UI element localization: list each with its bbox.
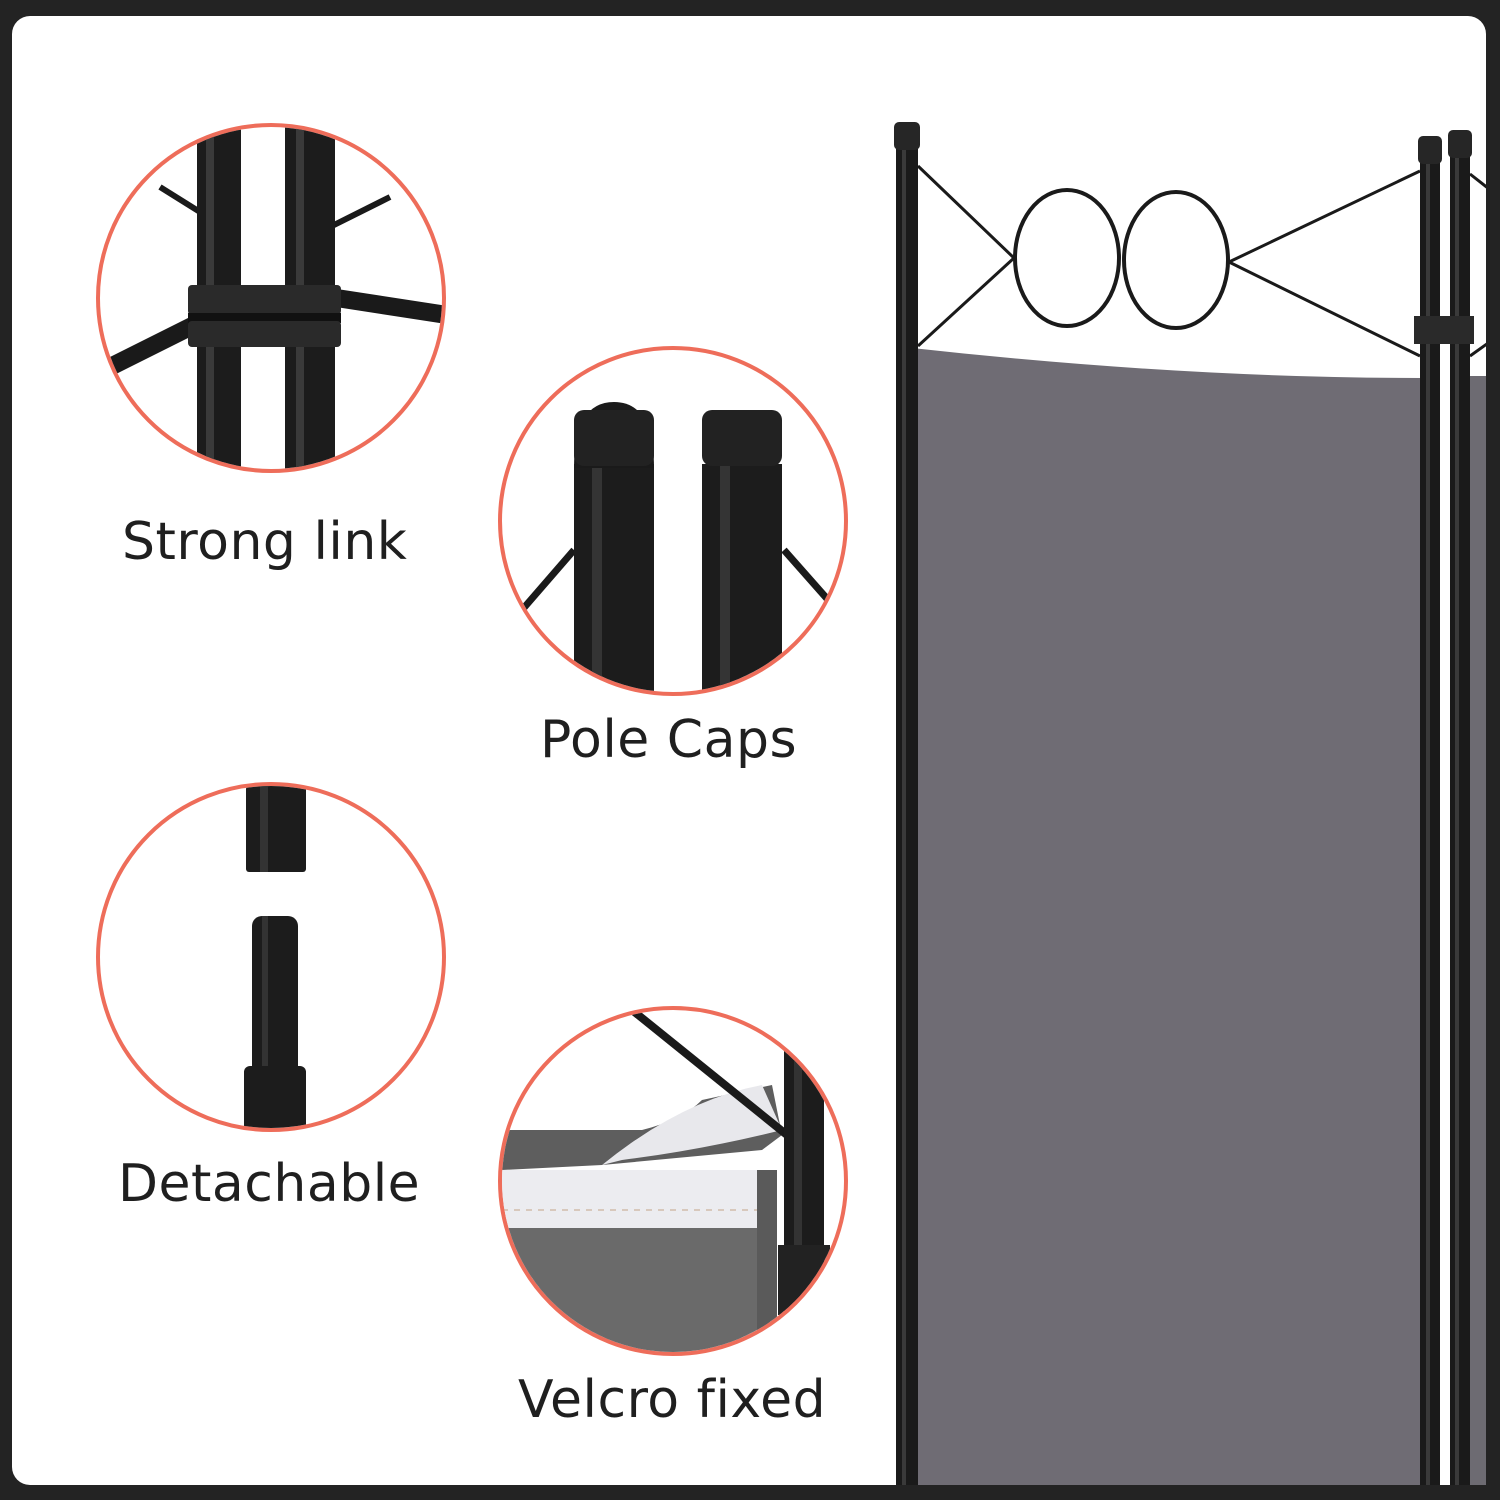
detachable-label: Detachable [118, 1154, 421, 1214]
strong-link-detail-circle [96, 123, 446, 473]
product-feature-card: Strong link Pole Caps Detachable [12, 16, 1486, 1485]
detachable-detail-circle [96, 782, 446, 1132]
velcro-fixed-detail-circle [498, 1006, 848, 1356]
pole-caps-label: Pole Caps [540, 710, 798, 770]
velcro-fixed-label: Velcro fixed [518, 1370, 827, 1430]
room-divider-icon [894, 122, 1486, 1485]
pole-caps-detail-circle [498, 346, 848, 696]
strong-link-label: Strong link [122, 512, 408, 572]
detachable-pole-icon [244, 786, 306, 1128]
pole-connector-icon [100, 127, 442, 469]
room-divider-panel-image [882, 116, 1486, 1485]
velcro-fabric-icon [502, 1010, 830, 1352]
pole-cap-icon [519, 402, 840, 692]
